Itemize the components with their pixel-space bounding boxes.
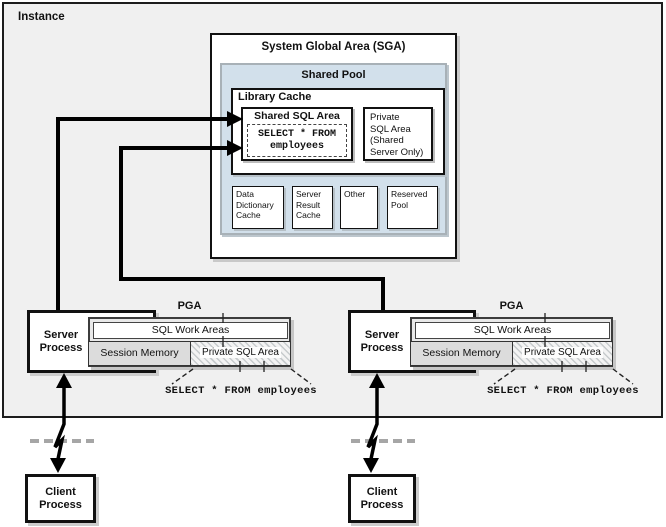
pga-1-sql-work-areas: SQL Work Areas xyxy=(93,322,288,339)
server-process-1-label: Server Process xyxy=(39,328,83,354)
server-result-cache-box: Server Result Cache xyxy=(292,186,333,229)
pga-2-private-sql-area-label: Private SQL Area xyxy=(522,347,603,358)
private-sql-area-shared-server-box: Private SQL Area (Shared Server Only) xyxy=(363,107,433,161)
arrowhead-down-icon xyxy=(50,458,66,473)
pga-2-sql-statement: SELECT * FROM employees xyxy=(487,385,639,397)
shared-pool-title: Shared Pool xyxy=(301,69,366,81)
client-process-1-box: Client Process xyxy=(25,474,96,523)
data-dictionary-cache-box: Data Dictionary Cache xyxy=(232,186,284,229)
pga-2-sql-work-areas: SQL Work Areas xyxy=(415,322,610,339)
library-cache-title: Library Cache xyxy=(238,91,312,103)
other-box: Other xyxy=(340,186,378,229)
pga-1-session-memory: Session Memory xyxy=(88,341,191,366)
pga-1-private-sql-area: Private SQL Area xyxy=(190,341,291,366)
pga-2-private-sql-area: Private SQL Area xyxy=(512,341,613,366)
shared-sql-statement: SELECT * FROM employees xyxy=(247,124,347,157)
instance-label: Instance xyxy=(18,11,65,23)
pga-2-title: PGA xyxy=(499,300,524,312)
arrowhead-down-icon xyxy=(363,458,379,473)
reserved-pool-box: Reserved Pool xyxy=(387,186,438,229)
server-process-2-label: Server Process xyxy=(360,328,404,354)
sga-title: System Global Area (SGA) xyxy=(261,41,406,53)
pga-1-sql-statement: SELECT * FROM employees xyxy=(165,385,317,397)
client-process-2-box: Client Process xyxy=(348,474,416,523)
shared-sql-area-title: Shared SQL Area xyxy=(254,110,340,122)
pga-2-session-memory: Session Memory xyxy=(410,341,513,366)
pga-1-private-sql-area-label: Private SQL Area xyxy=(200,347,281,358)
